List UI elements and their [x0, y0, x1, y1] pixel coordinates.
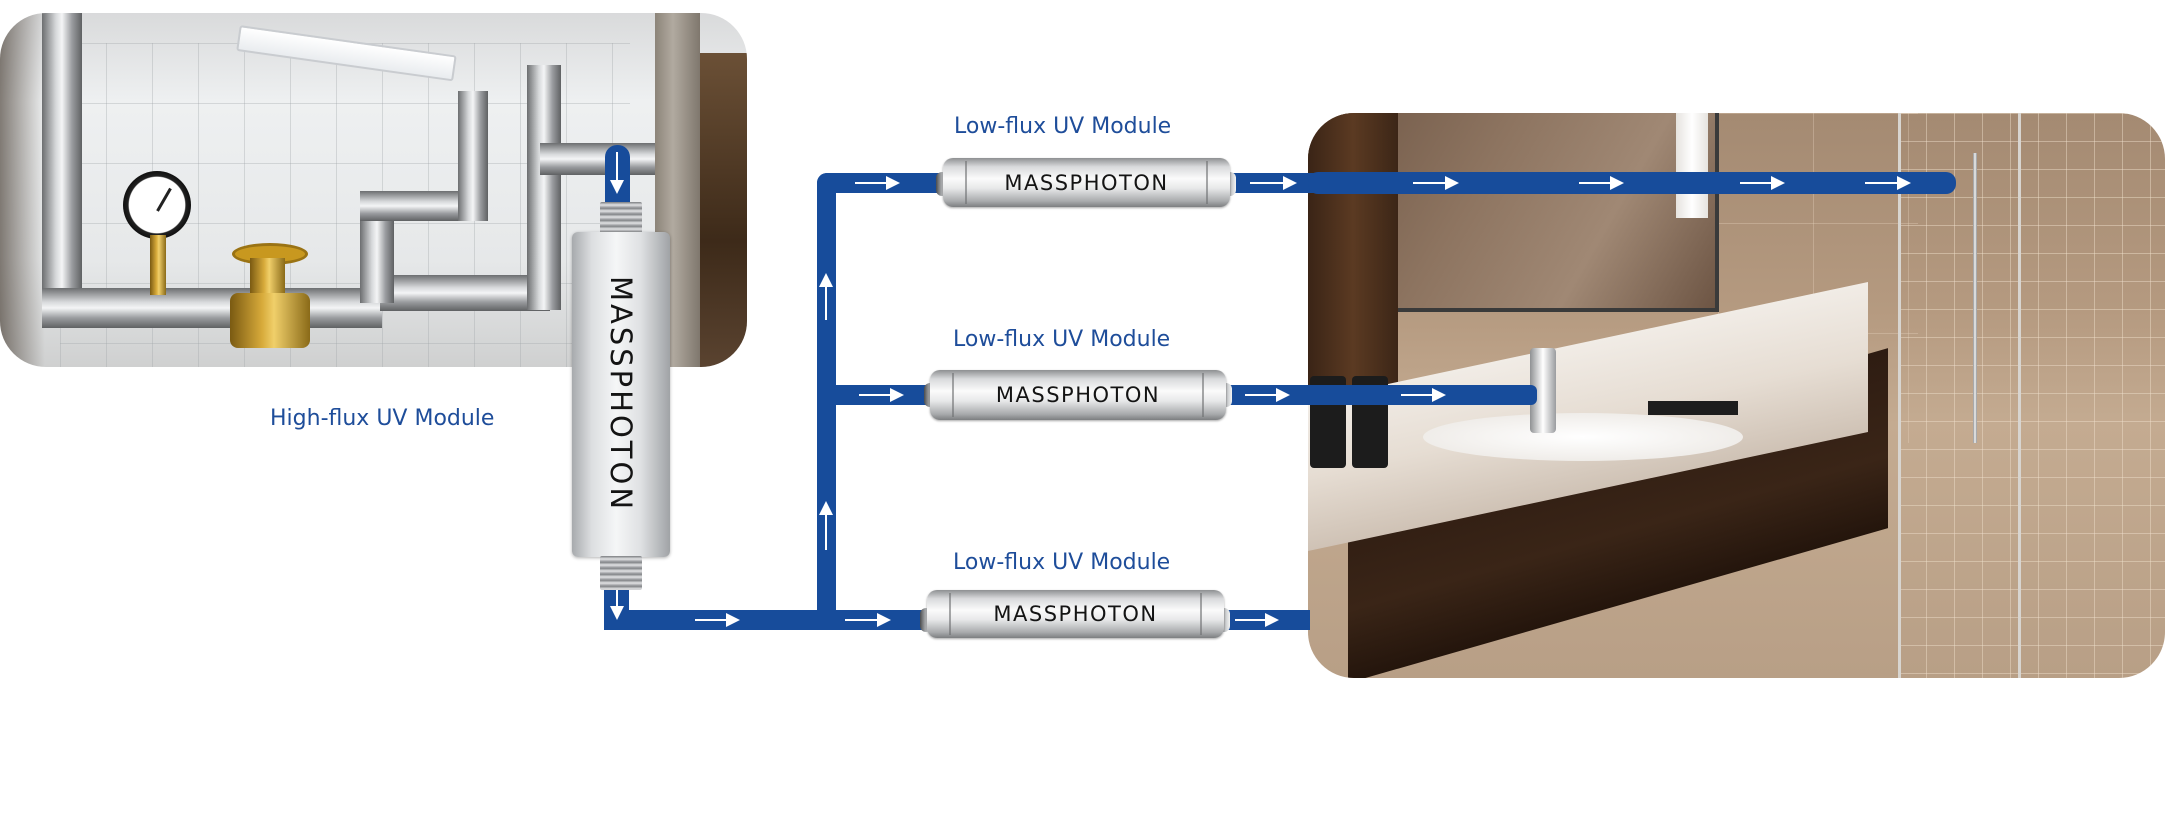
gate-valve	[230, 293, 310, 348]
module-brand-text: MASSPHOTON	[1004, 170, 1169, 195]
amenity-tray	[1648, 401, 1738, 415]
bottom-threaded-fitting	[600, 556, 642, 590]
arrow-right-icon	[695, 613, 740, 627]
shower-head-icon	[1973, 153, 1977, 443]
vertical-steel-pipe	[42, 13, 82, 303]
high-flux-uv-module[interactable]: MASSPHOTON	[572, 232, 670, 557]
glass-frame	[1898, 113, 1901, 678]
horizontal-steel-pipe	[540, 143, 660, 175]
arrow-up-icon	[819, 501, 833, 550]
arrow-up-icon	[819, 273, 833, 320]
sink-feed-pipe	[1224, 385, 1537, 405]
module-brand-text: MASSPHOTON	[993, 602, 1158, 626]
low-flux-module-label: Low-flux UV Module	[953, 327, 1171, 352]
glass-frame	[2018, 113, 2021, 678]
arrow-right-icon	[1235, 613, 1279, 627]
arrow-right-icon	[855, 176, 900, 190]
arrow-right-icon	[1245, 388, 1290, 402]
wall-light	[1676, 113, 1708, 218]
low-flux-uv-module-shower[interactable]: MASSPHOTON	[943, 158, 1230, 207]
arrow-right-icon	[1579, 176, 1624, 190]
module-brand-text: MASSPHOTON	[995, 383, 1161, 407]
low-flux-module-label: Low-flux UV Module	[953, 550, 1171, 575]
top-threaded-fitting	[600, 202, 642, 234]
horizontal-steel-pipe	[360, 191, 475, 221]
arrow-right-icon	[859, 388, 904, 402]
valve-stem	[250, 258, 285, 298]
shower-enclosure	[1898, 113, 2165, 678]
arrow-down-icon	[610, 152, 624, 194]
low-flux-uv-module-sink[interactable]: MASSPHOTON	[930, 370, 1226, 420]
low-flux-module-label: Low-flux UV Module	[954, 114, 1172, 139]
module-brand-text: MASSPHOTON	[604, 275, 638, 513]
doorway	[700, 53, 747, 367]
low-flux-uv-module-bottom[interactable]: MASSPHOTON	[927, 590, 1224, 638]
arrow-right-icon	[1401, 388, 1446, 402]
arrow-right-icon	[1413, 176, 1459, 190]
high-flux-module-label: High-flux UV Module	[270, 406, 495, 431]
sink-basin	[1423, 413, 1743, 461]
arrow-right-icon	[845, 613, 891, 627]
shower-feed-pipe	[1308, 172, 1956, 194]
pressure-gauge-icon	[123, 171, 191, 239]
main-horizontal-pipe	[604, 610, 934, 630]
horizontal-steel-pipe	[42, 288, 382, 328]
vertical-steel-pipe	[527, 65, 561, 310]
vertical-steel-pipe	[458, 91, 488, 221]
horizontal-steel-pipe	[380, 275, 550, 311]
wooden-door	[1308, 113, 1398, 413]
arrow-right-icon	[1865, 176, 1911, 190]
brass-fitting	[150, 235, 166, 295]
arrow-down-icon	[610, 590, 624, 620]
arrow-right-icon	[1250, 176, 1297, 190]
arrow-right-icon	[1740, 176, 1785, 190]
